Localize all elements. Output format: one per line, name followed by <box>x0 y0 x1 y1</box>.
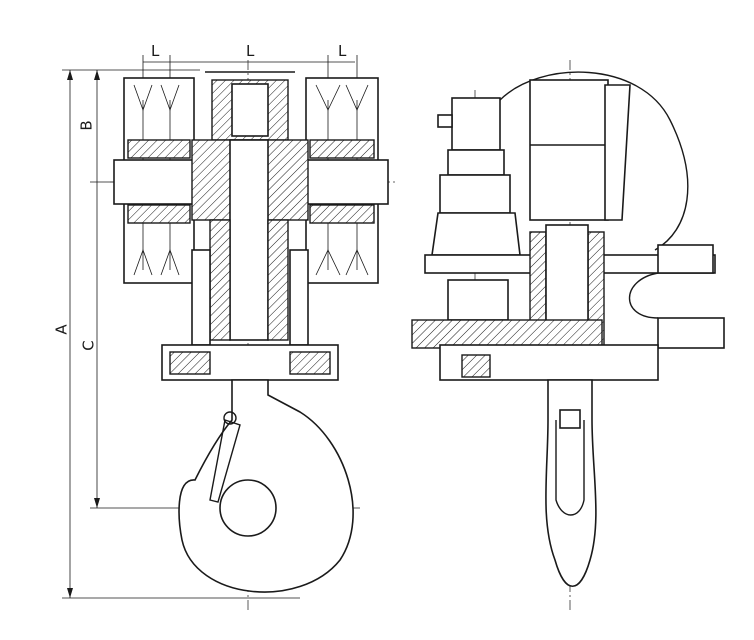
dimension-label-l-left: L <box>151 42 160 60</box>
dimension-label-l-center: L <box>246 42 255 60</box>
dimension-label-l-right: L <box>338 42 347 60</box>
dimension-label-a: A <box>52 324 71 335</box>
right-axle <box>305 159 389 205</box>
dimension-label-c: C <box>79 340 98 351</box>
side-view <box>411 60 725 610</box>
motor <box>451 97 501 151</box>
sheave-guard <box>499 71 689 251</box>
dimension-label-b: B <box>77 120 96 131</box>
dimension-lines <box>62 55 360 599</box>
front-view <box>110 60 395 610</box>
left-axle <box>113 159 195 205</box>
motor-housing <box>529 79 609 221</box>
hook-shank <box>229 139 269 341</box>
